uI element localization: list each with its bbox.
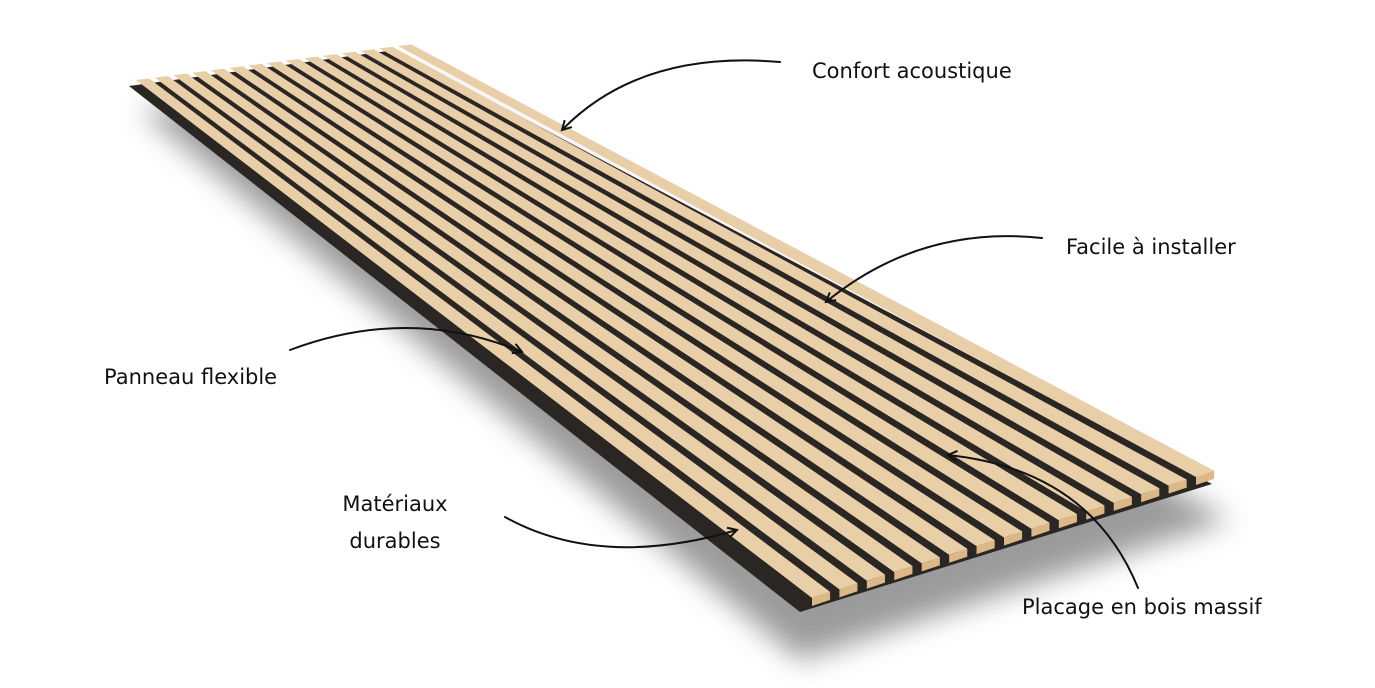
slat-end — [1168, 479, 1187, 494]
wood-slat — [379, 46, 1187, 494]
slat-end — [812, 591, 831, 606]
wood-slat — [360, 49, 1160, 503]
slat-top — [304, 56, 1077, 521]
label-facile-a-installer: Facile à installer — [1066, 235, 1236, 259]
slat-top — [323, 54, 1105, 512]
slat-end — [949, 548, 968, 563]
label-confort-acoustique: Confort acoustique — [812, 59, 1012, 83]
slat-end — [839, 583, 858, 598]
slat-end — [1004, 531, 1023, 546]
slat-top — [173, 73, 885, 581]
wood-slat — [229, 66, 968, 563]
slat-end — [866, 574, 885, 589]
annotation-arrows — [289, 59, 1139, 589]
label-materiaux-line2: durables — [349, 529, 441, 553]
slat-end — [894, 565, 913, 581]
slat-end — [1058, 514, 1077, 529]
wood-slats — [136, 44, 1215, 606]
arrow-facile — [826, 235, 1043, 302]
wood-slat — [341, 51, 1132, 511]
slat-top — [398, 44, 1215, 477]
slat-end — [1031, 522, 1050, 537]
label-materiaux-durables: Matériaux durables — [320, 486, 470, 560]
slat-top — [360, 49, 1160, 495]
wood-slat — [285, 59, 1050, 537]
slat-top — [154, 76, 858, 590]
wood-slat — [173, 73, 885, 589]
label-panneau-flexible: Panneau flexible — [104, 365, 278, 389]
slat-top — [248, 63, 995, 547]
wood-slat — [192, 71, 913, 581]
slat-end — [921, 557, 940, 572]
arrow-confort — [562, 59, 781, 130]
slat-top — [210, 68, 940, 564]
wood-slat — [248, 63, 995, 555]
wood-slat — [154, 76, 858, 598]
slat-end — [1113, 496, 1132, 511]
slat-top — [267, 61, 1023, 538]
wood-slat — [210, 68, 940, 572]
wood-slat — [398, 44, 1215, 485]
wood-slat — [267, 61, 1023, 546]
wood-slat — [304, 56, 1077, 529]
slat-top — [229, 66, 968, 555]
slat-end — [1196, 470, 1215, 485]
label-placage-bois-massif: Placage en bois massif — [1022, 595, 1262, 619]
arrow-panneau — [289, 327, 522, 352]
slat-end — [1141, 488, 1160, 503]
arrow-placage — [948, 455, 1139, 589]
slat-top — [379, 46, 1187, 486]
slat-top — [341, 51, 1132, 503]
label-materiaux-line1: Matériaux — [342, 492, 448, 516]
slat-top — [192, 71, 913, 573]
arrow-materiaux — [504, 516, 737, 549]
slat-end — [976, 540, 995, 555]
slat-top — [285, 59, 1050, 529]
